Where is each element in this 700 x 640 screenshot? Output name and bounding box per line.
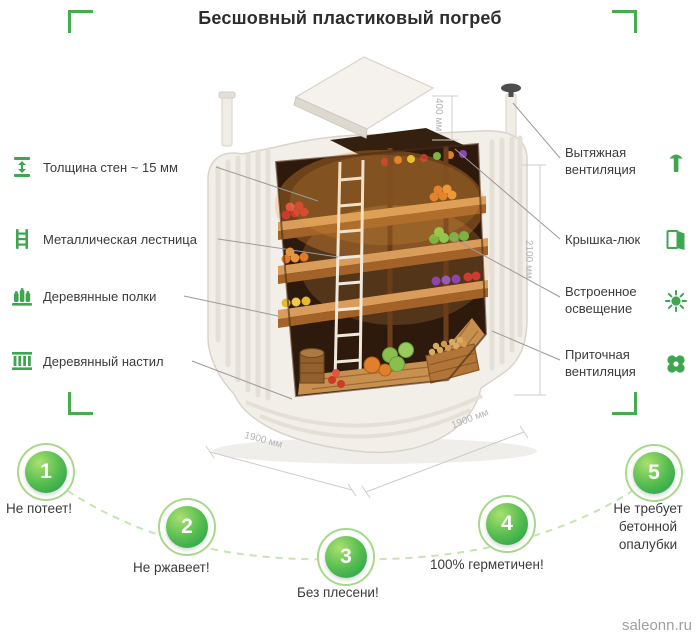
barrel	[299, 348, 325, 384]
benefit-circle-4: 4	[478, 495, 536, 553]
benefit-number: 3	[340, 545, 352, 568]
benefit-number: 2	[181, 515, 193, 538]
hatch-lid	[293, 56, 435, 139]
light-icon	[664, 289, 688, 313]
flooring-icon	[10, 349, 34, 373]
feature-label: Деревянные полки	[43, 288, 157, 304]
cabbages	[382, 342, 414, 372]
benefit-label-1: Не потеет!	[6, 501, 73, 516]
cellar-interior	[274, 142, 490, 398]
watermark: saleonn.ru	[621, 617, 692, 634]
feature-wooden-flooring: Деревянный настил	[10, 349, 164, 373]
feature-wooden-shelves: Деревянные полки	[10, 284, 156, 308]
shell-bottom-ribs	[245, 394, 483, 439]
feature-builtin-lighting: Встроенное освещение	[565, 284, 637, 316]
benefit-label-3: Без плесени!	[297, 585, 379, 600]
cellar-cutaway-illustration	[207, 56, 537, 464]
benefit-label-5: Не требует бетонной опалубки	[613, 501, 683, 552]
wooden-shelves	[278, 196, 488, 328]
wall-thickness-icon	[10, 155, 34, 179]
benefit-sphere: 1	[25, 451, 67, 493]
metal-ladder	[333, 159, 365, 383]
feature-wall-thickness: Толщина стен ~ 15 мм	[10, 155, 178, 179]
frame-corner-bottom-right-icon	[612, 392, 637, 415]
ladder-icon	[10, 227, 34, 251]
feature-metal-ladder: Металлическая лестница	[10, 227, 197, 251]
frame-corner-bottom-left-icon	[68, 392, 93, 415]
benefit-circle-5: 5	[625, 444, 683, 502]
benefit-number: 4	[501, 512, 513, 535]
benefit-sphere: 2	[166, 506, 208, 548]
page-title: Бесшовный пластиковый погреб	[198, 8, 502, 28]
frame-corner-top-left-icon	[68, 10, 93, 33]
benefit-sphere: 3	[325, 536, 367, 578]
feature-label: Деревянный настил	[43, 353, 164, 369]
benefit-number: 5	[648, 461, 660, 484]
frame-corner-top-right-icon	[612, 10, 637, 33]
benefit-sphere: 4	[486, 503, 528, 545]
benefit-label-2: Не ржавеет!	[133, 560, 210, 575]
benefit-circle-3: 3	[317, 528, 375, 586]
feature-hatch-cover: Крышка-люк	[565, 232, 641, 247]
dimension-body-height: 2100 мм	[523, 240, 534, 279]
dimension-lid-height: 400 мм	[433, 98, 444, 132]
feature-supply-ventilation: Приточная вентиляция	[565, 347, 636, 379]
benefit-circle-1: 1	[17, 443, 75, 501]
benefit-sphere: 5	[633, 452, 675, 494]
benefit-label-4: 100% герметичен!	[430, 557, 544, 572]
shelves-icon	[10, 284, 34, 308]
potato-crate	[425, 336, 480, 384]
exhaust-pipe-icon	[664, 150, 688, 174]
benefit-circle-2: 2	[158, 498, 216, 556]
hatch-door-icon	[664, 228, 688, 252]
benefit-number: 1	[40, 460, 52, 483]
feature-label: Металлическая лестница	[43, 231, 197, 247]
feature-exhaust-ventilation: Вытяжная вентиляция	[565, 145, 636, 177]
fan-icon	[664, 352, 688, 376]
feature-label: Толщина стен ~ 15 мм	[43, 159, 178, 175]
